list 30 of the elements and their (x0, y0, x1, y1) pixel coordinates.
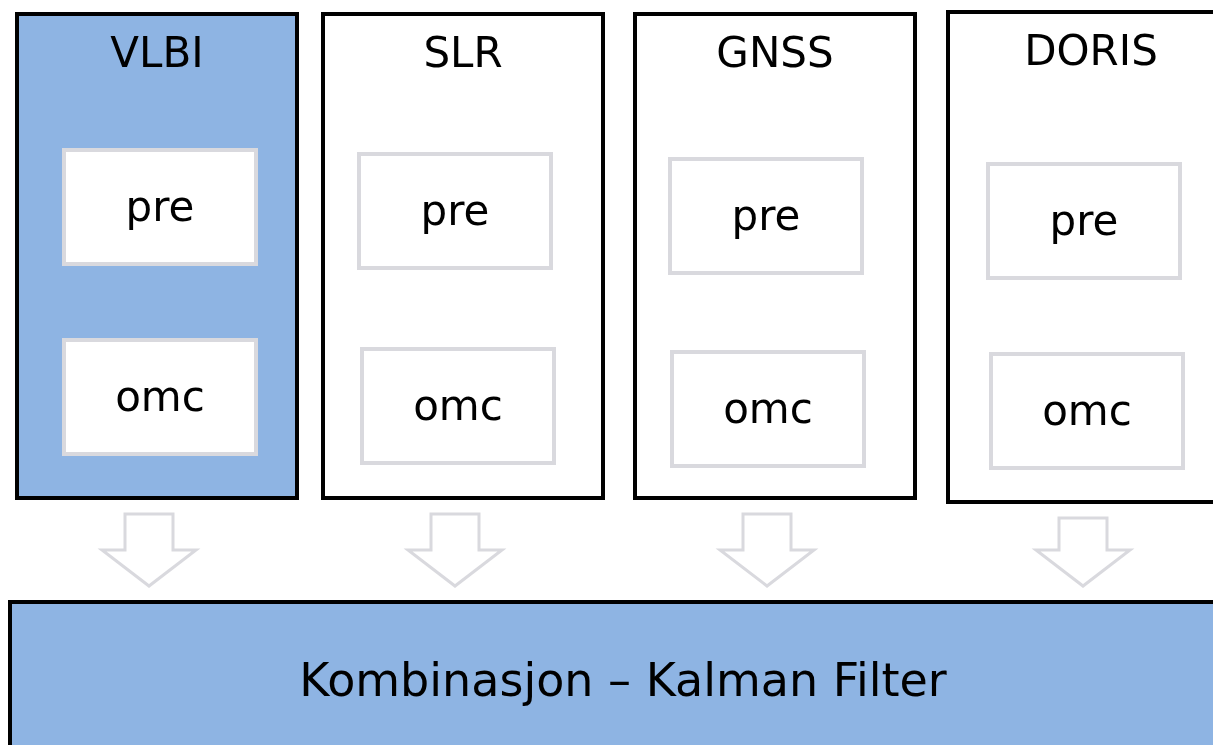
process-box (670, 350, 866, 468)
box-label: pre (1049, 197, 1119, 245)
panel-title: SLR (422, 30, 504, 77)
block-arrow (1031, 516, 1135, 588)
panel-title: DORIS (1023, 28, 1159, 75)
block-arrow (403, 512, 507, 588)
group-panel (15, 12, 299, 500)
process-box (360, 347, 556, 465)
process-box (62, 148, 258, 266)
box-label: omc (1042, 387, 1132, 435)
box-label: pre (125, 183, 195, 231)
process-box (989, 352, 1185, 470)
panel-title: VLBI (109, 30, 205, 77)
group-panel (946, 10, 1213, 504)
block-arrow (97, 512, 201, 588)
box-label: pre (420, 187, 490, 235)
box-label: omc (413, 382, 503, 430)
process-box (62, 338, 258, 456)
group-panel (633, 12, 917, 500)
box-label: omc (723, 385, 813, 433)
process-box (8, 600, 1213, 745)
process-box (986, 162, 1182, 280)
process-box (668, 157, 864, 275)
panel-title: GNSS (715, 30, 835, 77)
block-arrow (715, 512, 819, 588)
box-label: Kombinasjon – Kalman Filter (299, 654, 947, 706)
process-box (357, 152, 553, 270)
group-panel (321, 12, 605, 500)
box-label: pre (731, 192, 801, 240)
box-label: omc (115, 373, 205, 421)
